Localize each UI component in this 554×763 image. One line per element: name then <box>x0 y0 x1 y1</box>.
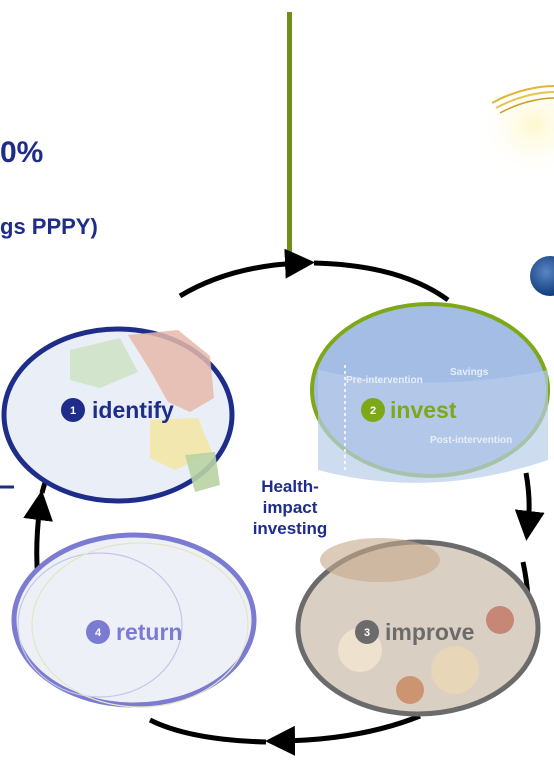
chart-label-post: Post-intervention <box>430 435 512 446</box>
decorative-swoosh-logo <box>475 70 554 180</box>
step-number-badge <box>86 620 110 644</box>
step-number-badge <box>61 398 85 422</box>
center-label: Health- impact investing <box>253 477 328 538</box>
step-label: identify <box>92 397 174 423</box>
center-label-line: Health- <box>261 477 319 496</box>
step-number-badge <box>361 398 385 422</box>
step-label: improve <box>385 619 474 645</box>
globe-icon <box>530 256 554 296</box>
divider-line <box>287 12 292 258</box>
chart-label-savings: Savings <box>450 367 489 378</box>
step-improve: 3 improve <box>295 538 541 717</box>
step-label: invest <box>390 397 457 423</box>
step-number: 1 <box>70 405 76 417</box>
step-label: return <box>116 619 182 645</box>
center-label-line: investing <box>253 519 328 538</box>
fragment-pppy-text: gs PPPY) <box>0 214 98 239</box>
step-number: 4 <box>95 627 102 639</box>
chart-label-pre: Pre-intervention <box>346 375 423 386</box>
step-number-badge <box>355 620 379 644</box>
cycle-arrows <box>23 248 545 756</box>
step-number: 2 <box>370 405 376 417</box>
step-return: 4 return <box>11 532 257 708</box>
step-invest: Pre-intervention Savings Post-interventi… <box>310 302 550 483</box>
fragment-percent-text: 0% <box>0 136 44 169</box>
center-label-line: impact <box>263 498 318 517</box>
step-identify: 1 identify <box>1 326 235 504</box>
step-number: 3 <box>364 627 370 639</box>
